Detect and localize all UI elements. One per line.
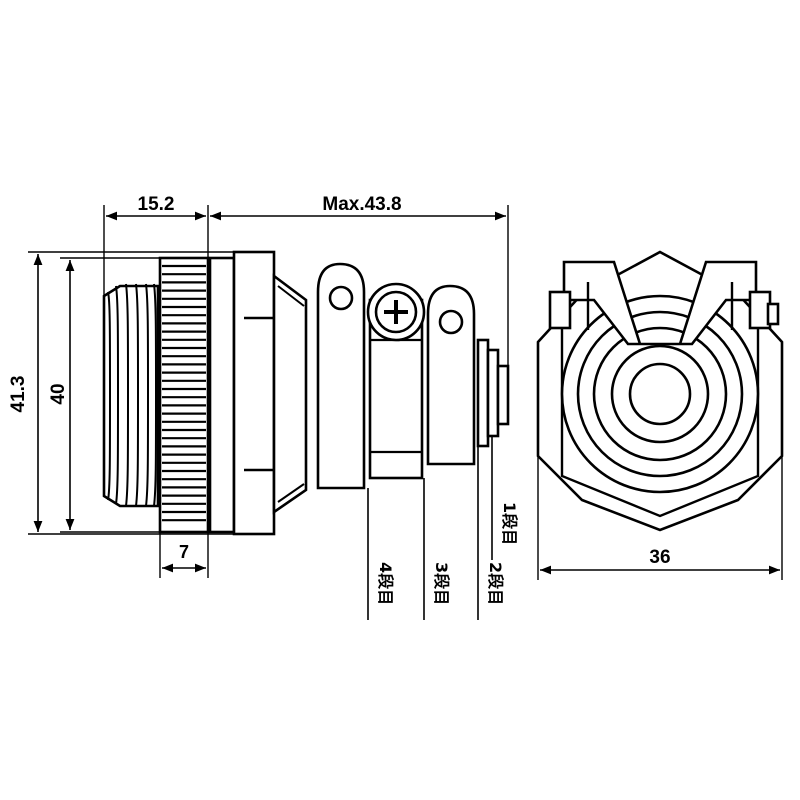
dimension-height-outer: 41.3 [8,251,234,535]
knurled-nut [158,256,210,534]
end-contacts [476,338,510,448]
terminal-label-1: 1段目 [500,502,519,545]
dimension-height-outer-label: 41.3 [8,376,29,413]
threaded-section [102,283,160,508]
dimension-max-length-label: Max.43.8 [322,194,401,215]
dimension-max-length: Max.43.8 [210,194,509,366]
dimension-knurl-width: 7 [159,532,209,578]
terminal-lug-3 [426,284,476,466]
dimension-front-length: 15.2 [103,194,209,296]
dimension-width-end: 36 [537,456,783,580]
side-view: 15.2 Max.43.8 41.3 40 7 [8,194,519,620]
terminal-label-group: 1段目 4段目 3段目 2段目 [376,502,519,605]
flange [208,250,276,536]
terminal-label-2: 2段目 [486,562,505,605]
terminal-leaders [367,436,493,620]
dimension-knurl-width-label: 7 [179,542,189,562]
dimension-height-inner: 40 [48,257,160,533]
terminal-label-4: 4段目 [376,562,395,605]
dimension-height-inner-label: 40 [48,383,69,404]
dimension-front-length-label: 15.2 [138,194,175,215]
terminal-lug-4 [316,262,366,490]
jack-hole [628,362,692,426]
dimension-width-end-label: 36 [649,547,670,568]
tapered-body [272,273,308,515]
terminal-frame-top [548,260,780,346]
end-view: 36 [536,250,784,580]
terminal-screw-block [366,282,426,480]
terminal-label-3: 3段目 [432,562,451,605]
